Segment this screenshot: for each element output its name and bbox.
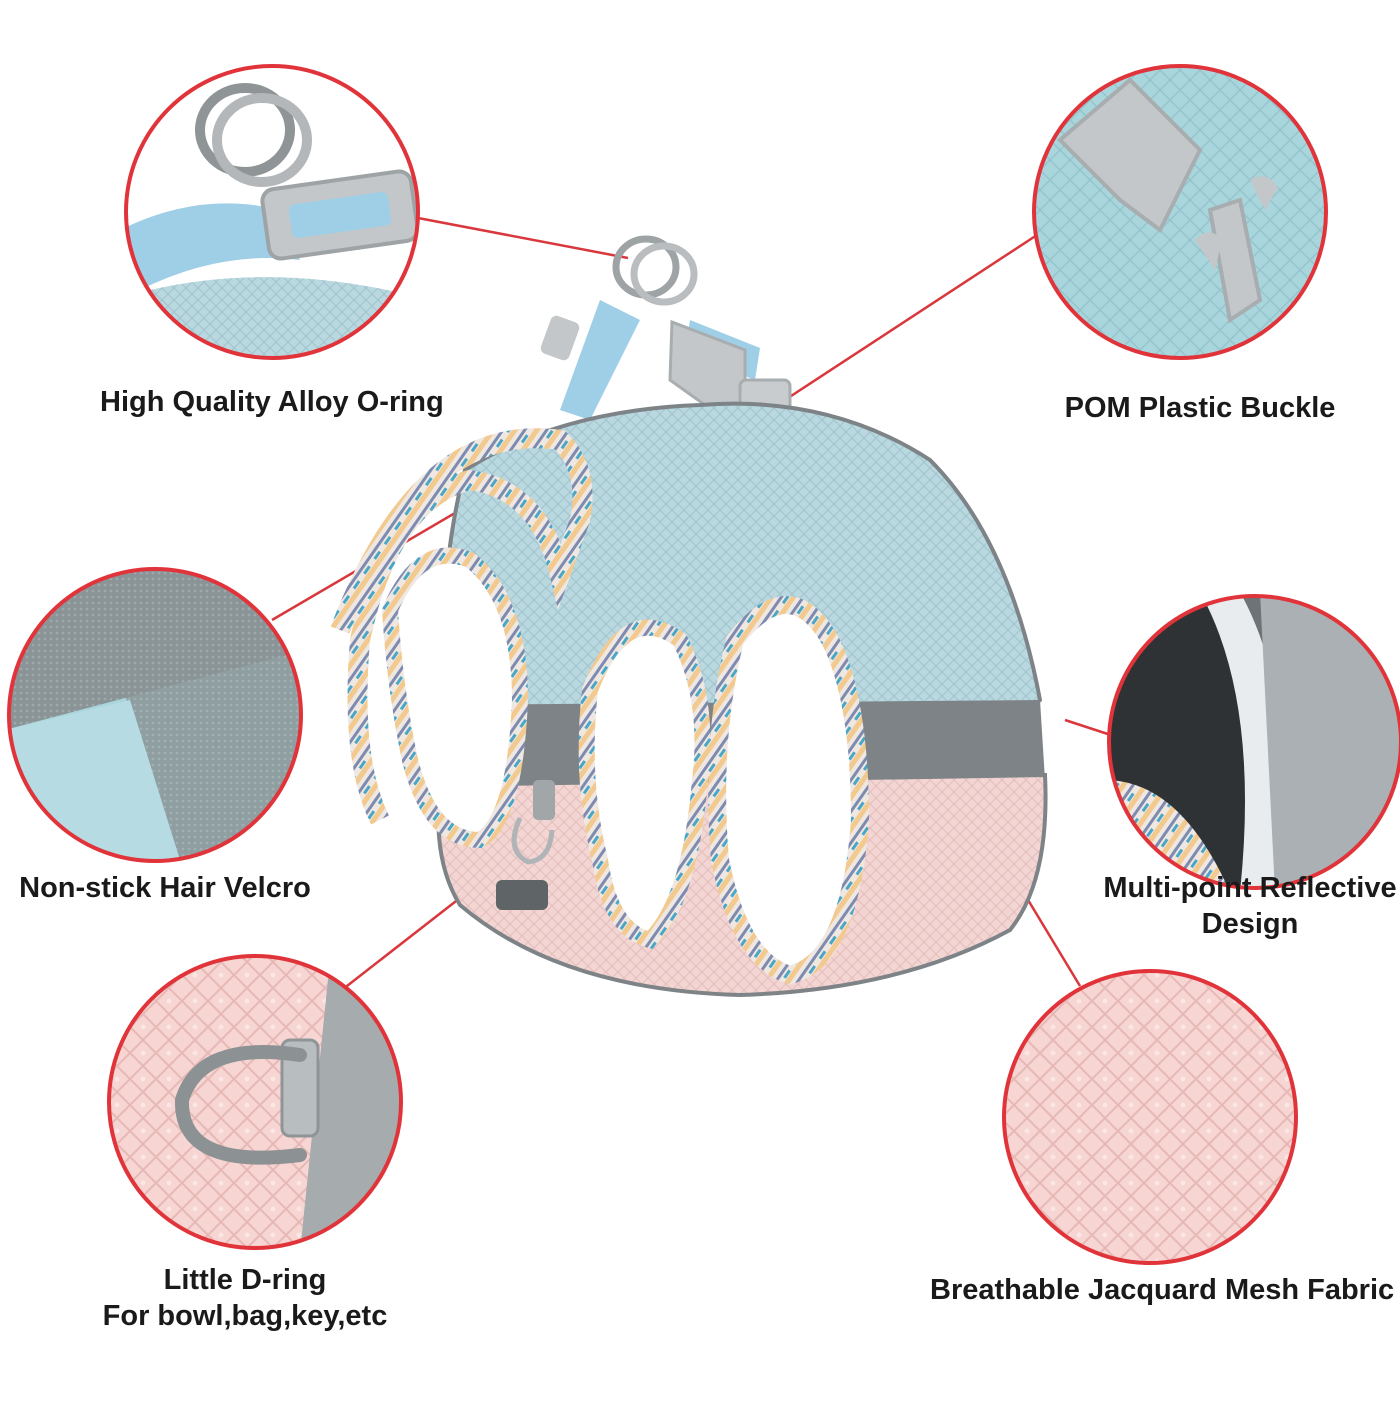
top-o-ring	[612, 235, 698, 306]
mesh-label: Breathable Jacquard Mesh Fabric	[930, 1274, 1395, 1306]
harness-product	[330, 235, 1048, 998]
callout-o-ring	[124, 64, 420, 360]
callout-buckle	[1032, 64, 1328, 360]
callout-mesh	[1002, 969, 1298, 1265]
reflective-label-line1: Multi-point Reflective	[1103, 872, 1397, 904]
d-ring-label-line1: Little D-ring	[163, 1264, 327, 1296]
body-d-ring	[511, 780, 555, 865]
o-ring-label: High Quality Alloy O-ring	[100, 386, 444, 418]
callout-velcro	[7, 567, 303, 863]
d-ring-label: Little D-ring For bowl,bag,key,etc	[90, 1262, 400, 1334]
callout-reflective	[1107, 594, 1400, 890]
callout-d-ring	[107, 954, 403, 1250]
d-ring-label-line2: For bowl,bag,key,etc	[102, 1300, 388, 1332]
reflective-label: Multi-point Reflective Design	[1080, 870, 1400, 942]
velcro-label: Non-stick Hair Velcro	[19, 872, 311, 904]
reflective-label-line2: Design	[1201, 908, 1299, 940]
buckle-label: POM Plastic Buckle	[1064, 392, 1336, 424]
